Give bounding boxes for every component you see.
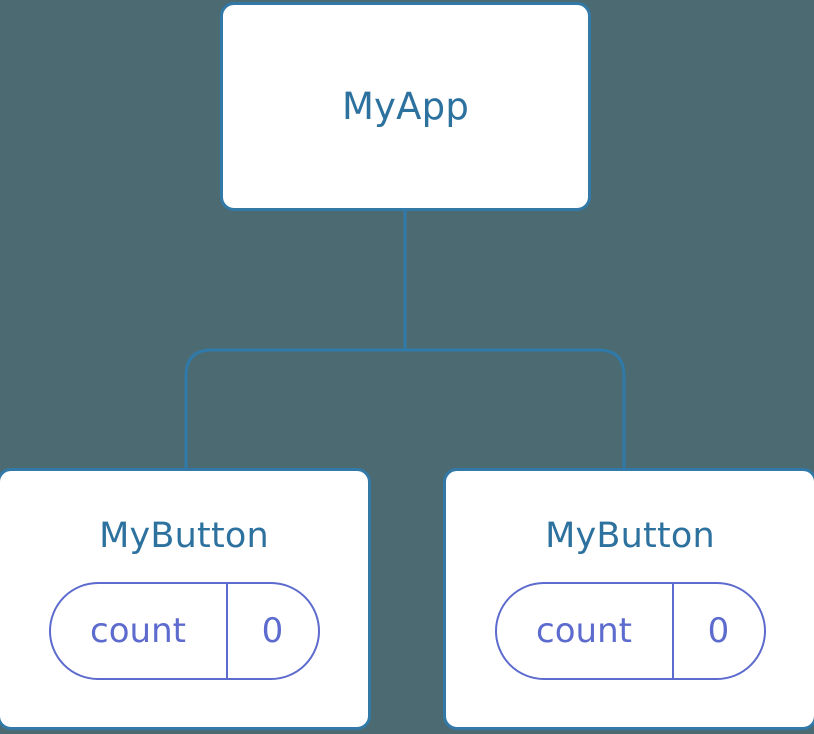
- edge-root-to-child-right: [405, 348, 626, 470]
- state-pill-divider: [225, 584, 228, 678]
- node-mybutton-right[interactable]: MyButton count 0: [443, 468, 814, 730]
- state-pill-divider: [671, 584, 674, 678]
- node-title: MyButton: [545, 516, 715, 556]
- node-myapp[interactable]: MyApp: [220, 2, 591, 211]
- state-value: 0: [707, 611, 730, 651]
- node-title: MyApp: [341, 85, 470, 128]
- state-pill-count[interactable]: count 0: [494, 582, 766, 680]
- state-value: 0: [261, 611, 284, 651]
- edge-root-to-child-left: [184, 348, 405, 470]
- state-key: count: [536, 611, 632, 651]
- state-key: count: [90, 611, 186, 651]
- node-mybutton-left[interactable]: MyButton count 0: [0, 468, 371, 730]
- state-pill-count[interactable]: count 0: [48, 582, 320, 680]
- node-title: MyButton: [99, 516, 269, 556]
